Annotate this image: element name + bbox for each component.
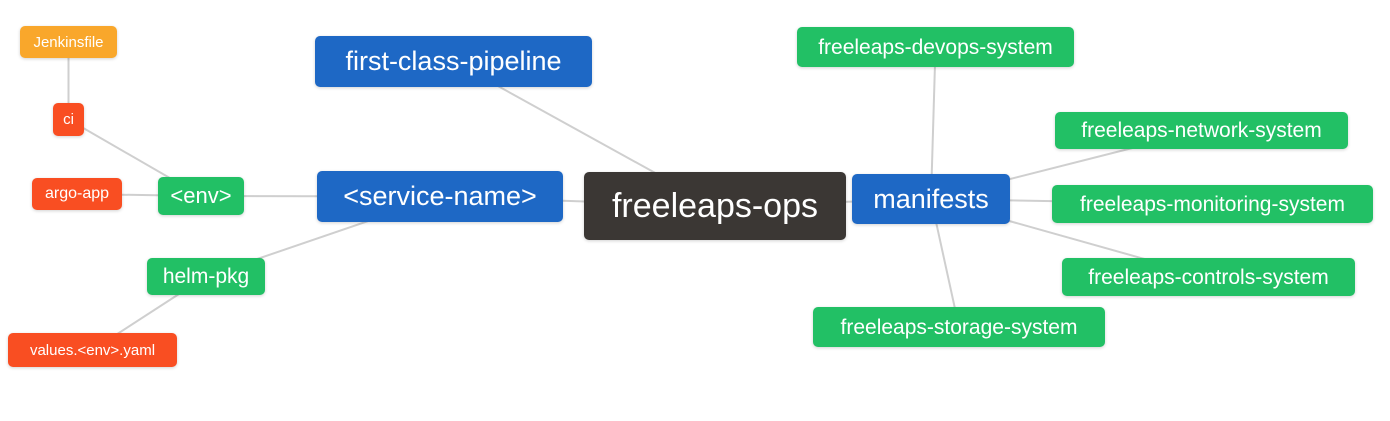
node-ci[interactable]: ci xyxy=(53,103,84,136)
node-first-class-pipeline[interactable]: first-class-pipeline xyxy=(315,36,592,87)
node-service-name[interactable]: <service-name> xyxy=(317,171,563,222)
node-storage-system[interactable]: freeleaps-storage-system xyxy=(813,307,1105,347)
node-manifests[interactable]: manifests xyxy=(852,174,1010,224)
node-network-system[interactable]: freeleaps-network-system xyxy=(1055,112,1348,149)
node-freeleaps-ops[interactable]: freeleaps-ops xyxy=(584,172,846,240)
edge-manifests-devops-system xyxy=(930,46,937,200)
node-values-env-yaml[interactable]: values.<env>.yaml xyxy=(8,333,177,367)
node-helm-pkg[interactable]: helm-pkg xyxy=(147,258,265,295)
node-monitoring-system[interactable]: freeleaps-monitoring-system xyxy=(1052,185,1373,223)
node-devops-system[interactable]: freeleaps-devops-system xyxy=(797,27,1074,67)
node-argo-app[interactable]: argo-app xyxy=(32,178,122,210)
node-jenkinsfile[interactable]: Jenkinsfile xyxy=(20,26,117,58)
node-controls-system[interactable]: freeleaps-controls-system xyxy=(1062,258,1355,296)
node-env[interactable]: <env> xyxy=(158,177,244,215)
